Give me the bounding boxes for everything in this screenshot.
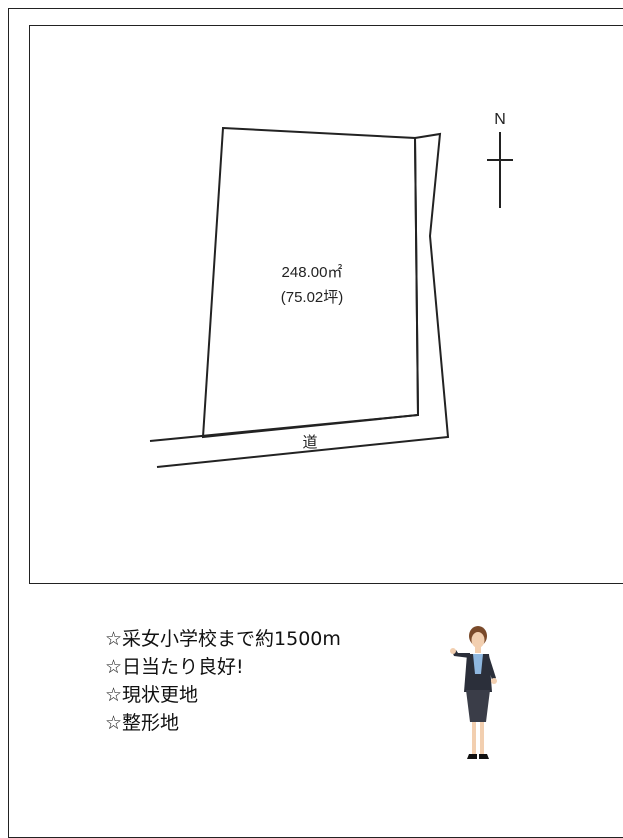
feature-regular-shape: ☆整形地 [105, 712, 180, 734]
feature-school-distance: ☆采女小学校まで約1500m [105, 628, 341, 650]
site-plan-diagram: N 248.00㎡ (75.02坪) 道 [149, 111, 513, 468]
north-arrow-icon [487, 132, 513, 208]
feature-sunlight: ☆日当たり良好! [105, 656, 244, 678]
site-plan-frame [29, 25, 623, 584]
north-label: N [494, 111, 506, 128]
area-sqm-label: 248.00㎡ [282, 264, 343, 281]
woman-presenter-illustration [450, 626, 497, 759]
road-label: 道 [302, 433, 317, 451]
lot-outline [201, 126, 420, 439]
area-tsubo-label: (75.02坪) [281, 289, 344, 306]
feature-vacant-land: ☆現状更地 [105, 684, 199, 706]
property-features-list: ☆采女小学校まで約1500m ☆日当たり良好! ☆現状更地 ☆整形地 [105, 625, 341, 737]
road-edge-upper [149, 132, 450, 468]
